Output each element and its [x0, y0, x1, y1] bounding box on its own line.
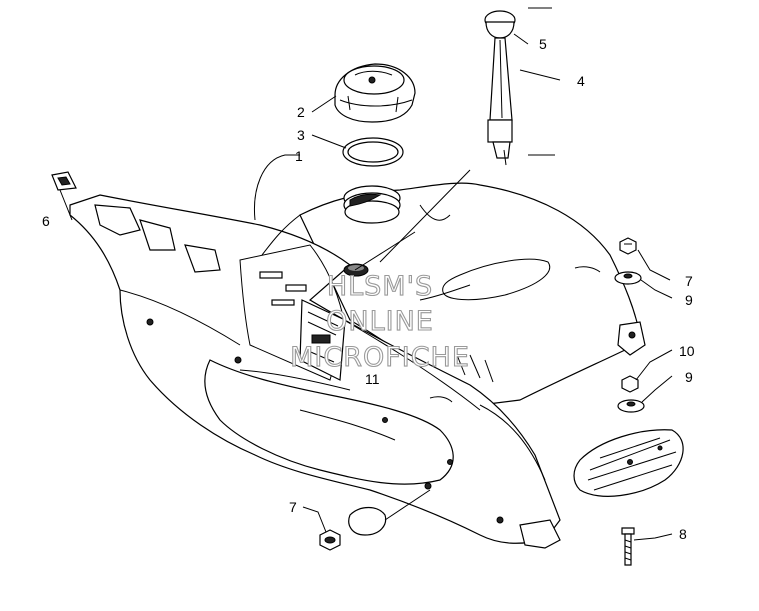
bolt	[621, 527, 635, 566]
callout-8: 8	[679, 526, 687, 542]
watermark: HLSM'S ONLINE MICROFICHE	[290, 270, 470, 373]
callout-7-lower: 7	[289, 499, 297, 515]
decal	[299, 299, 346, 381]
callout-4: 4	[577, 73, 585, 89]
leader-lines	[59, 7, 673, 541]
watermark-line-2: ONLINE	[326, 306, 434, 337]
callout-labels: 1 2 3 4 5 6 7 9 10 9 7 8 11	[42, 36, 695, 542]
mounting-clip	[51, 171, 77, 191]
nut-washer-upper	[614, 237, 642, 285]
callout-6: 6	[42, 213, 50, 229]
callout-10: 10	[679, 343, 695, 359]
watermark-line-3: MICROFICHE	[290, 342, 470, 373]
fuel-gauge-sender	[484, 10, 516, 166]
fuel-tank-shell	[69, 182, 646, 549]
watermark-line-1: HLSM'S	[327, 271, 433, 302]
cap-gasket	[342, 137, 404, 167]
callout-7-upper: 7	[685, 273, 693, 289]
callout-11: 11	[365, 371, 380, 387]
callout-9-upper: 9	[685, 292, 693, 308]
callout-2: 2	[297, 104, 305, 120]
nut-washer-middle	[617, 375, 645, 413]
callout-5: 5	[539, 36, 547, 52]
fuel-cap	[334, 63, 416, 123]
callout-3: 3	[297, 127, 305, 143]
nut-lower-left	[319, 506, 387, 551]
heat-shield-pad	[573, 429, 684, 497]
callout-1: 1	[295, 148, 303, 164]
callout-9-lower: 9	[685, 369, 693, 385]
